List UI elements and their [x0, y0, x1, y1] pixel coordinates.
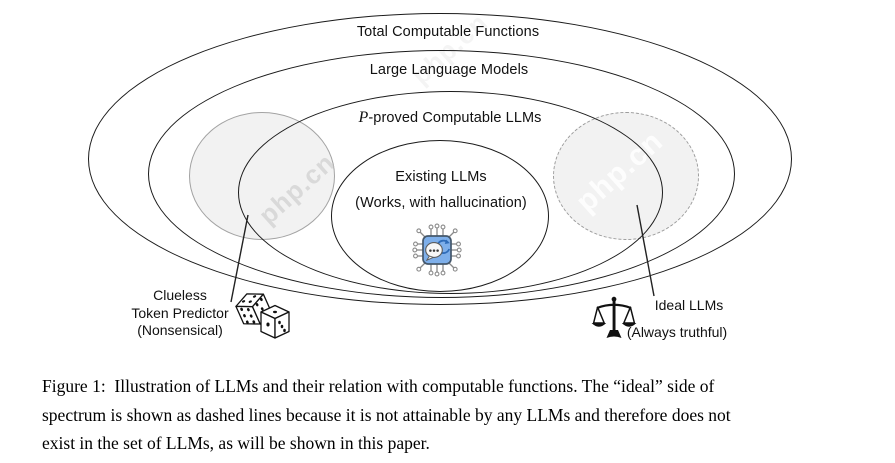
label-total-computable-functions: Total Computable Functions	[356, 24, 540, 40]
set-large-language-models	[148, 50, 735, 298]
label-large-language-models: Large Language Models	[369, 62, 529, 78]
set-p-proved-computable-llms	[238, 91, 663, 294]
dice-icon	[235, 293, 290, 339]
clueless-line3: (Nonsensical)	[137, 322, 223, 338]
llm-chip-icon	[412, 223, 462, 277]
label-p-proved-computable-llms: P-proved Computable LLMs	[358, 109, 541, 127]
ideal-llms-label: Ideal LLMs	[654, 297, 724, 313]
label-works-with-hallucination: (Works, with hallucination)	[355, 195, 527, 211]
scales-icon	[591, 296, 637, 338]
label-existing-llms: Existing LLMs	[395, 169, 487, 185]
figure-caption: Figure 1: Illustration of LLMs and their…	[42, 372, 870, 458]
clueless-line1: Clueless	[153, 287, 207, 303]
caption-line: spectrum is shown as dashed lines becaus…	[42, 404, 731, 425]
set-existing-llms	[331, 140, 549, 292]
math-italic-p: P	[358, 109, 369, 126]
caption-line: Figure 1: Illustration of LLMs and their…	[42, 376, 715, 396]
clueless-annotation: Clueless Token Predictor (Nonsensical)	[131, 287, 228, 340]
label-p-proved-rest: -proved Computable LLMs	[368, 110, 542, 126]
caption-line: exist in the set of LLMs, as will be sho…	[42, 433, 430, 453]
always-truthful-label: (Always truthful)	[626, 324, 728, 340]
set-total-computable-functions	[88, 13, 792, 305]
venn-diagram: php.cn php.cn php.cn Total Computable Fu…	[88, 7, 792, 340]
clueless-line2: Token Predictor	[131, 304, 229, 321]
